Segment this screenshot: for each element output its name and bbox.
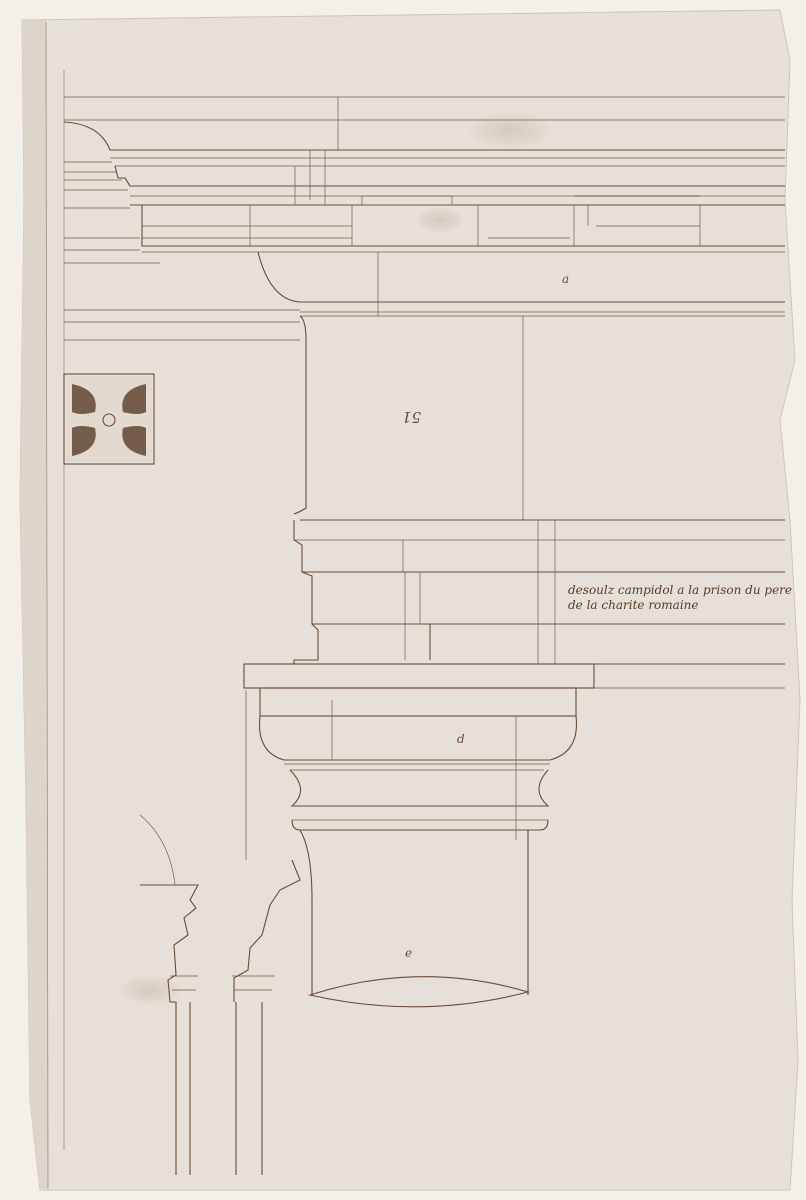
capital (243, 663, 785, 860)
paper-stain (418, 208, 462, 232)
dimension-marks (64, 97, 700, 520)
sheet-number: 51 (402, 408, 422, 426)
entablature (63, 96, 785, 515)
inscription-line-1: desoulz campidol a la prison du pere (568, 583, 793, 597)
shaft-letter: e (405, 946, 413, 960)
entablature-letter: a (562, 272, 570, 286)
fold-strip (20, 20, 48, 1190)
coffer-rosette (63, 373, 155, 465)
capital-letter: d (457, 732, 465, 746)
paper-stain (120, 976, 180, 1004)
column-shaft (299, 829, 531, 1008)
paper-stain (470, 112, 550, 148)
inscription: desoulz campidol a la prison du pere de … (568, 583, 792, 613)
inscription-line-2: de la charite romaine (568, 598, 699, 612)
small-elevation (139, 814, 301, 1175)
